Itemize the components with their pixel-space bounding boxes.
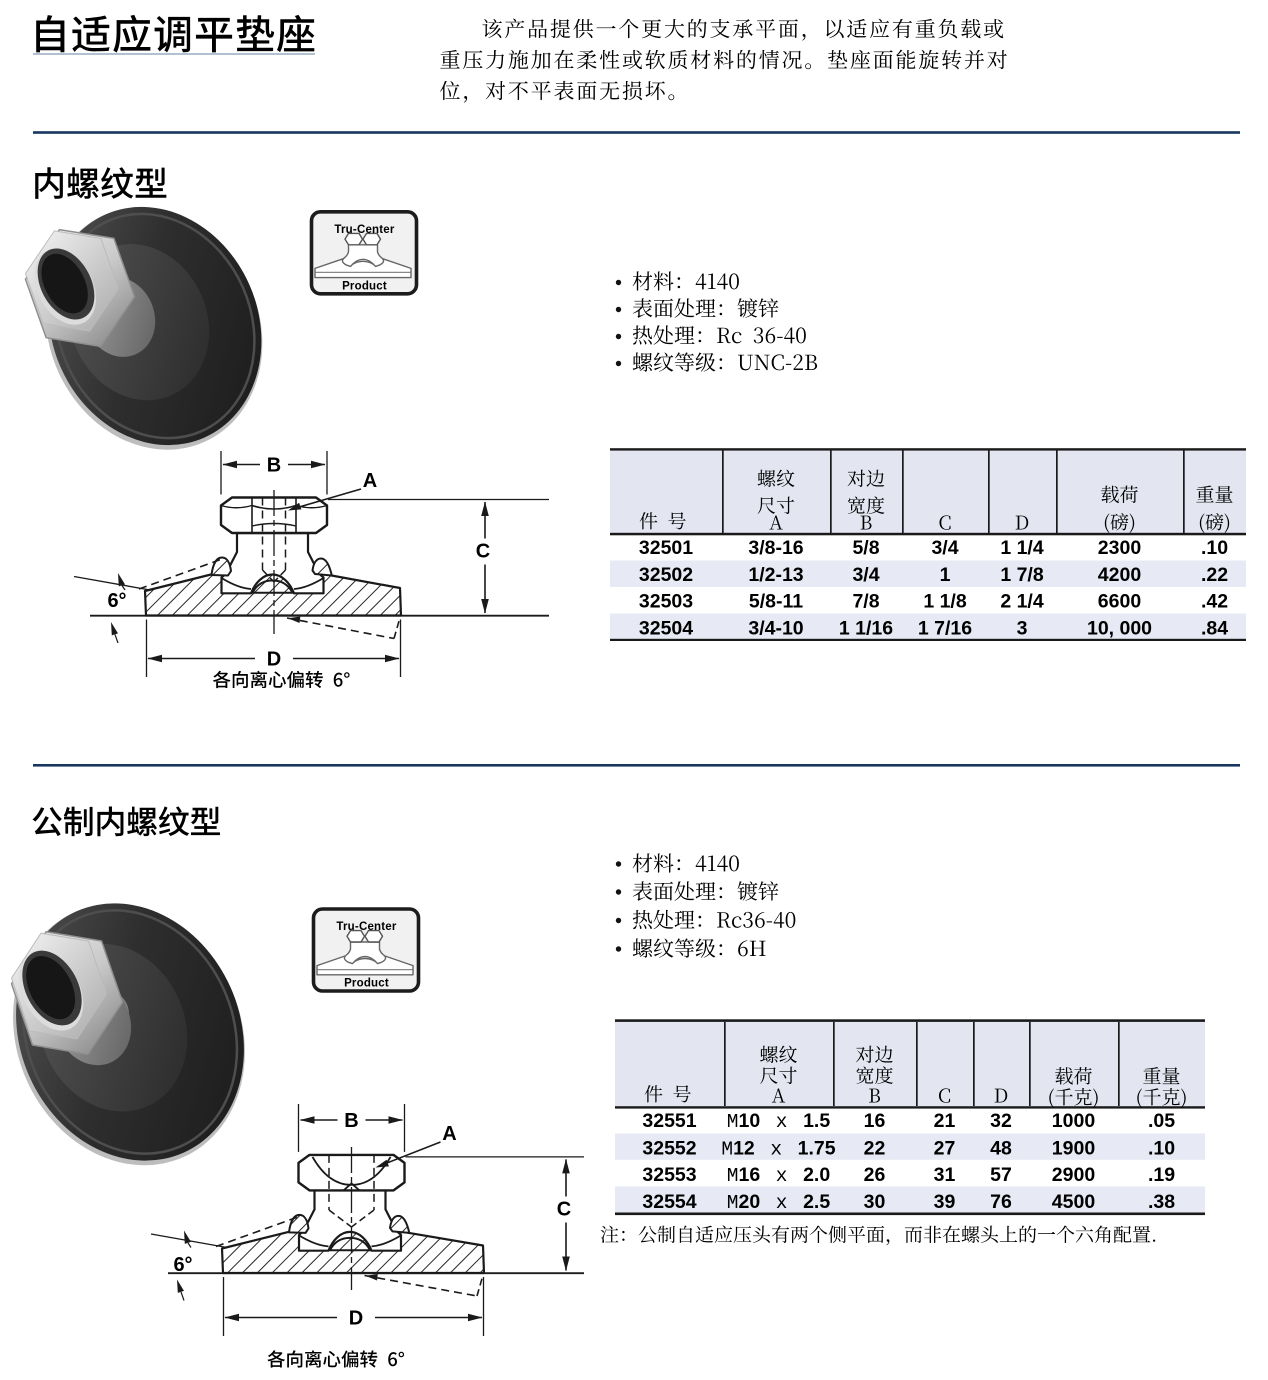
svg-text:D: D [267, 649, 281, 671]
svg-text:M10 x 1.5: M10 x 1.5 [727, 1110, 831, 1133]
svg-text:32504: 32504 [639, 618, 693, 640]
svg-text:Product: Product [344, 978, 389, 990]
svg-text:3/4: 3/4 [852, 564, 879, 586]
svg-text:32: 32 [990, 1110, 1012, 1132]
svg-text:1: 1 [940, 564, 951, 586]
svg-text:39: 39 [934, 1191, 956, 1213]
svg-text:3/4-10: 3/4-10 [748, 618, 803, 640]
svg-text:3: 3 [1017, 618, 1028, 640]
svg-text:48: 48 [990, 1138, 1012, 1160]
svg-text:3/4: 3/4 [931, 537, 958, 559]
svg-text:.84: .84 [1201, 618, 1228, 640]
svg-text:1 1/16: 1 1/16 [839, 618, 893, 640]
svg-text:32554: 32554 [642, 1191, 696, 1213]
svg-text:.42: .42 [1201, 591, 1228, 613]
svg-text:A: A [442, 1123, 456, 1145]
svg-text:.38: .38 [1148, 1191, 1175, 1213]
svg-text:6600: 6600 [1098, 591, 1142, 613]
svg-text:.19: .19 [1148, 1164, 1175, 1186]
svg-text:.10: .10 [1201, 537, 1228, 559]
svg-text:32502: 32502 [639, 564, 693, 586]
svg-text:M20 x 2.5: M20 x 2.5 [727, 1191, 831, 1214]
svg-text:16: 16 [864, 1110, 886, 1132]
svg-text:1 1/8: 1 1/8 [923, 591, 967, 613]
svg-text:27: 27 [934, 1138, 956, 1160]
svg-text:6°: 6° [173, 1254, 192, 1276]
svg-text:D: D [349, 1308, 363, 1330]
svg-text:21: 21 [934, 1110, 956, 1132]
svg-text:4200: 4200 [1098, 564, 1142, 586]
svg-text:Tru-Center: Tru-Center [334, 224, 394, 236]
svg-text:.10: .10 [1148, 1138, 1175, 1160]
svg-text:2300: 2300 [1098, 537, 1142, 559]
svg-text:7/8: 7/8 [852, 591, 879, 613]
svg-text:B: B [267, 455, 281, 477]
svg-text:1900: 1900 [1052, 1138, 1096, 1160]
svg-text:M12 x 1.75: M12 x 1.75 [721, 1138, 835, 1161]
svg-text:4500: 4500 [1052, 1191, 1096, 1213]
svg-text:32552: 32552 [642, 1138, 696, 1160]
svg-text:C: C [557, 1199, 571, 1221]
svg-text:A: A [363, 470, 377, 492]
svg-text:B: B [344, 1110, 358, 1132]
svg-text:30: 30 [864, 1191, 886, 1213]
svg-text:1 7/16: 1 7/16 [918, 618, 972, 640]
svg-text:32501: 32501 [639, 537, 693, 559]
svg-text:Product: Product [342, 280, 387, 292]
svg-text:32503: 32503 [639, 591, 693, 613]
svg-text:10, 000: 10, 000 [1087, 618, 1152, 640]
svg-text:Tru-Center: Tru-Center [336, 921, 396, 933]
svg-text:1 1/4: 1 1/4 [1000, 537, 1044, 559]
svg-text:M16 x 2.0: M16 x 2.0 [727, 1164, 831, 1187]
svg-text:32551: 32551 [642, 1110, 696, 1132]
svg-text:1000: 1000 [1052, 1110, 1096, 1132]
svg-text:26: 26 [864, 1164, 886, 1186]
svg-text:5/8-11: 5/8-11 [749, 591, 803, 613]
svg-text:22: 22 [864, 1138, 886, 1160]
svg-text:1/2-13: 1/2-13 [748, 564, 803, 586]
svg-text:6°: 6° [107, 590, 126, 612]
svg-text:.05: .05 [1148, 1110, 1175, 1132]
svg-text:.22: .22 [1201, 564, 1228, 586]
svg-text:31: 31 [934, 1164, 956, 1186]
svg-text:76: 76 [990, 1191, 1012, 1213]
svg-text:5/8: 5/8 [852, 537, 879, 559]
svg-text:3/8-16: 3/8-16 [748, 537, 803, 559]
svg-text:2900: 2900 [1052, 1164, 1096, 1186]
svg-text:32553: 32553 [642, 1164, 696, 1186]
svg-text:2 1/4: 2 1/4 [1000, 591, 1044, 613]
svg-text:57: 57 [990, 1164, 1012, 1186]
svg-text:C: C [476, 541, 490, 563]
svg-text:1 7/8: 1 7/8 [1000, 564, 1044, 586]
